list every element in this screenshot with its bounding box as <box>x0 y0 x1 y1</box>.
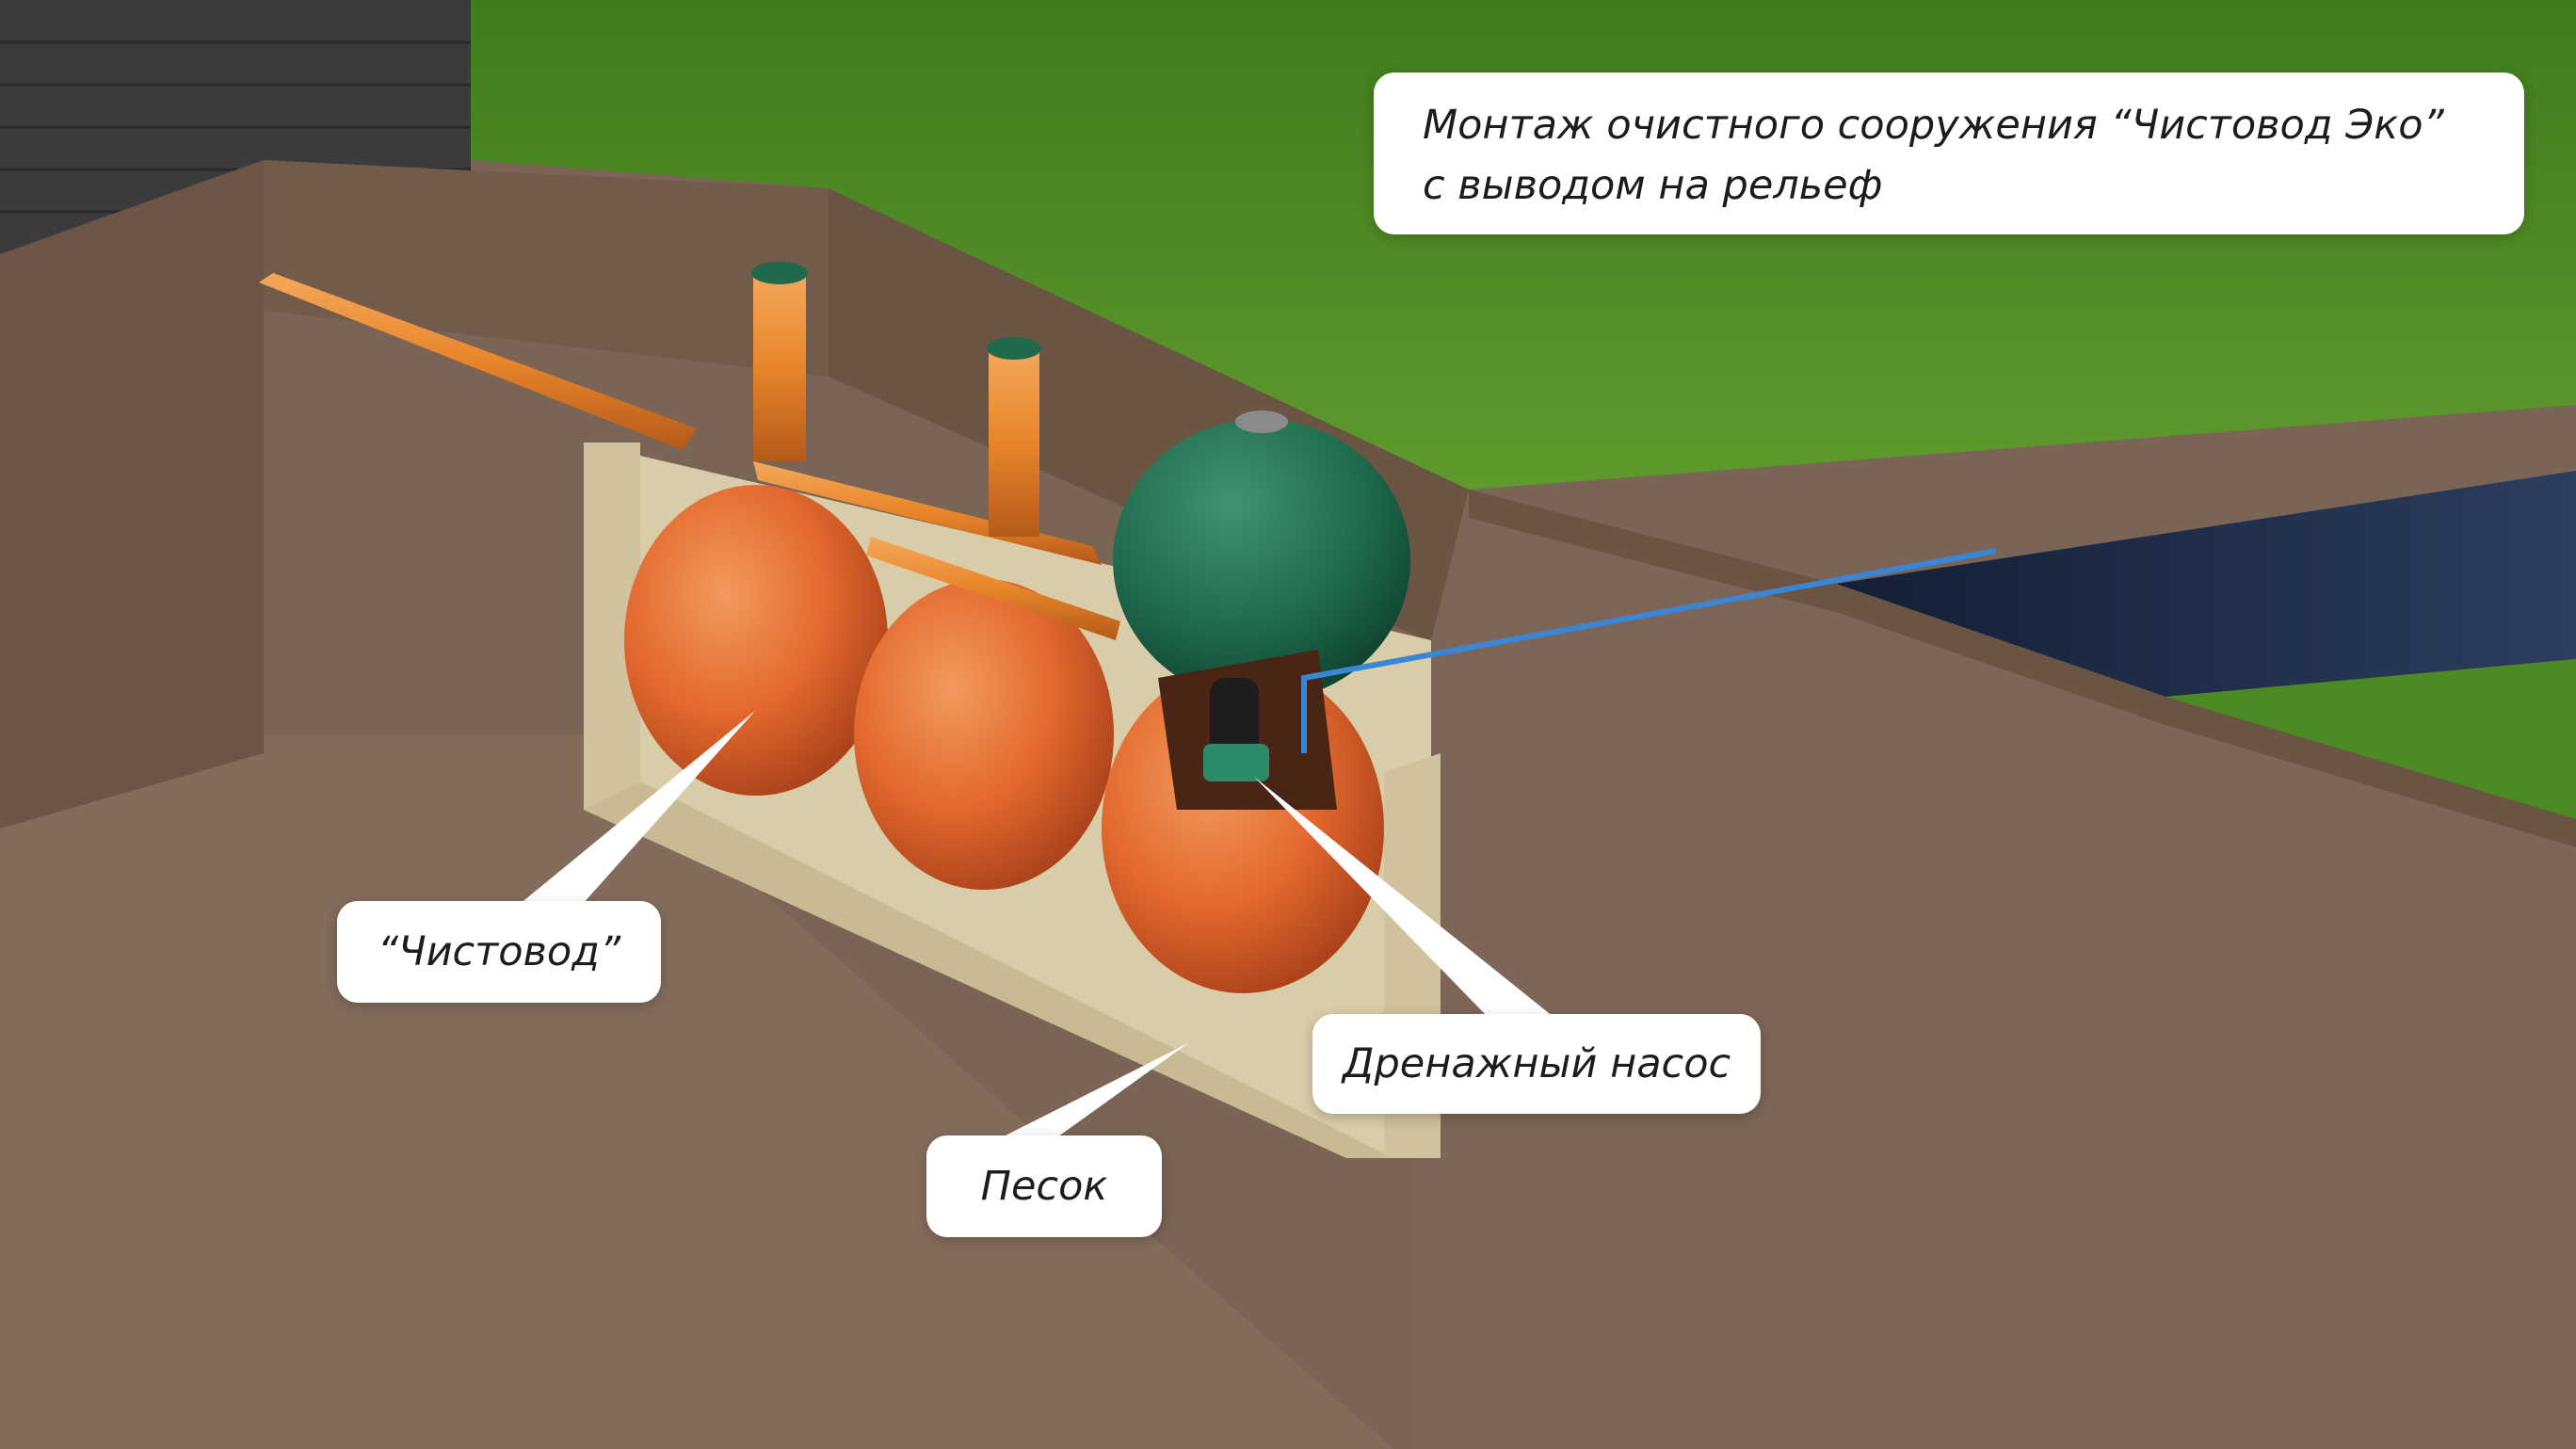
soil-block-right <box>1412 490 2576 1449</box>
sand-label: Песок <box>926 1135 1162 1237</box>
outlet-hose <box>1301 548 1997 753</box>
tank-2 <box>854 579 1114 890</box>
pointer-pump <box>1254 777 1554 1017</box>
title-callout: Монтаж очистного сооружения “Чистовод Эк… <box>1374 72 2524 234</box>
connector-pipe-1 <box>753 461 1102 565</box>
tank-1 <box>624 485 888 796</box>
title-line-2: с выводом на рельеф <box>1423 162 1883 209</box>
green-lid <box>1113 419 1410 701</box>
riser-1 <box>753 273 806 461</box>
riser-2 <box>989 348 1039 537</box>
title-line-1: Монтаж очистного сооружения “Чистовод Эк… <box>1423 102 2444 149</box>
soil-wall-left <box>0 160 264 829</box>
pointer-sand <box>998 1043 1188 1139</box>
grass-right <box>2165 659 2576 819</box>
water-channel <box>1836 471 2576 697</box>
inlet-pipe <box>259 273 697 450</box>
pointer-tanks <box>508 711 755 913</box>
connector-pipe-2 <box>866 537 1120 640</box>
pump-label: Дренажный насос <box>1312 1014 1761 1114</box>
tanks-label: “Чистовод” <box>337 901 661 1003</box>
